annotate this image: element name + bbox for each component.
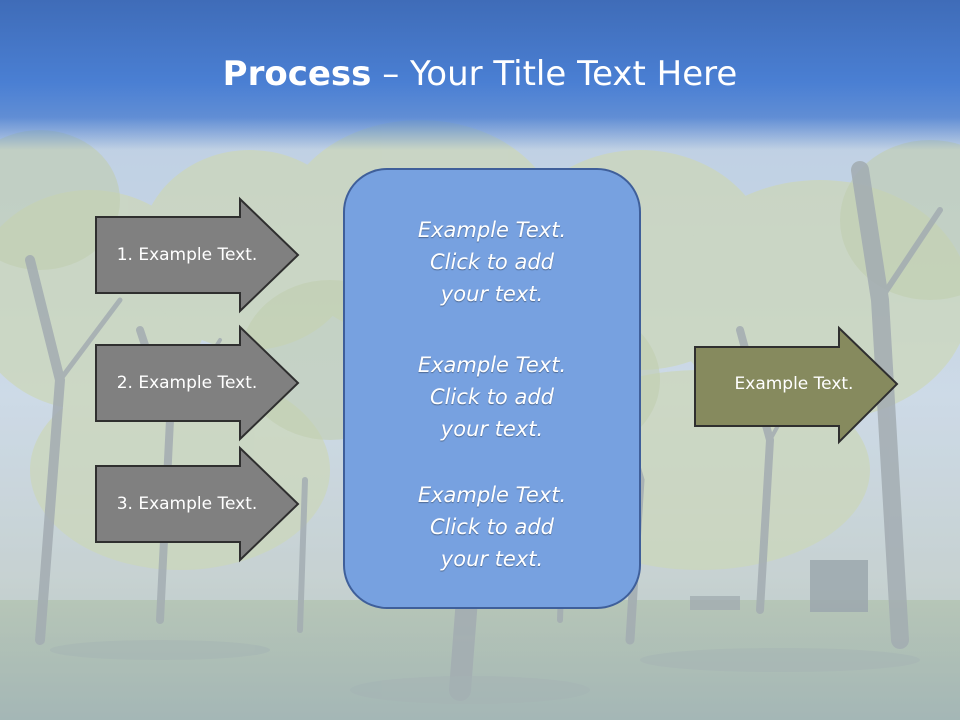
title-band bbox=[0, 0, 960, 150]
paragraph-line: Click to add bbox=[429, 515, 554, 539]
output-arrow: Example Text. bbox=[694, 325, 899, 445]
step-label: 3. Example Text. bbox=[116, 494, 258, 514]
paragraph-line: Example Text. bbox=[417, 218, 567, 242]
arrow-right-shape bbox=[95, 445, 300, 563]
title-bold-part: Process bbox=[222, 54, 372, 94]
arrow-right-shape bbox=[95, 324, 300, 442]
arrow-right-shape bbox=[95, 196, 300, 314]
step-arrow-3: 3. Example Text. bbox=[95, 445, 300, 563]
title-regular-part: Your Title Text Here bbox=[410, 54, 738, 94]
paragraph-line: your text. bbox=[440, 417, 544, 441]
step-label: 2. Example Text. bbox=[116, 373, 258, 393]
paragraph-line: Click to add bbox=[429, 250, 554, 274]
center-paragraph-1: Example Text. Click to add your text. bbox=[345, 214, 639, 310]
step-arrow-1: 1. Example Text. bbox=[95, 196, 300, 314]
paragraph-line: Click to add bbox=[429, 385, 554, 409]
step-arrow-2: 2. Example Text. bbox=[95, 324, 300, 442]
slide-title: Process – Your Title Text Here bbox=[0, 52, 960, 96]
output-label: Example Text. bbox=[734, 374, 854, 394]
paragraph-line: your text. bbox=[440, 282, 544, 306]
paragraph-line: Example Text. bbox=[417, 353, 567, 377]
center-paragraph-2: Example Text. Click to add your text. bbox=[345, 349, 639, 445]
paragraph-line: your text. bbox=[440, 547, 544, 571]
title-separator: – bbox=[371, 54, 411, 94]
step-label: 1. Example Text. bbox=[116, 245, 258, 265]
center-content-box[interactable]: Example Text. Click to add your text. Ex… bbox=[343, 168, 641, 609]
center-paragraph-3: Example Text. Click to add your text. bbox=[345, 479, 639, 575]
paragraph-line: Example Text. bbox=[417, 483, 567, 507]
arrow-right-shape bbox=[694, 325, 899, 445]
